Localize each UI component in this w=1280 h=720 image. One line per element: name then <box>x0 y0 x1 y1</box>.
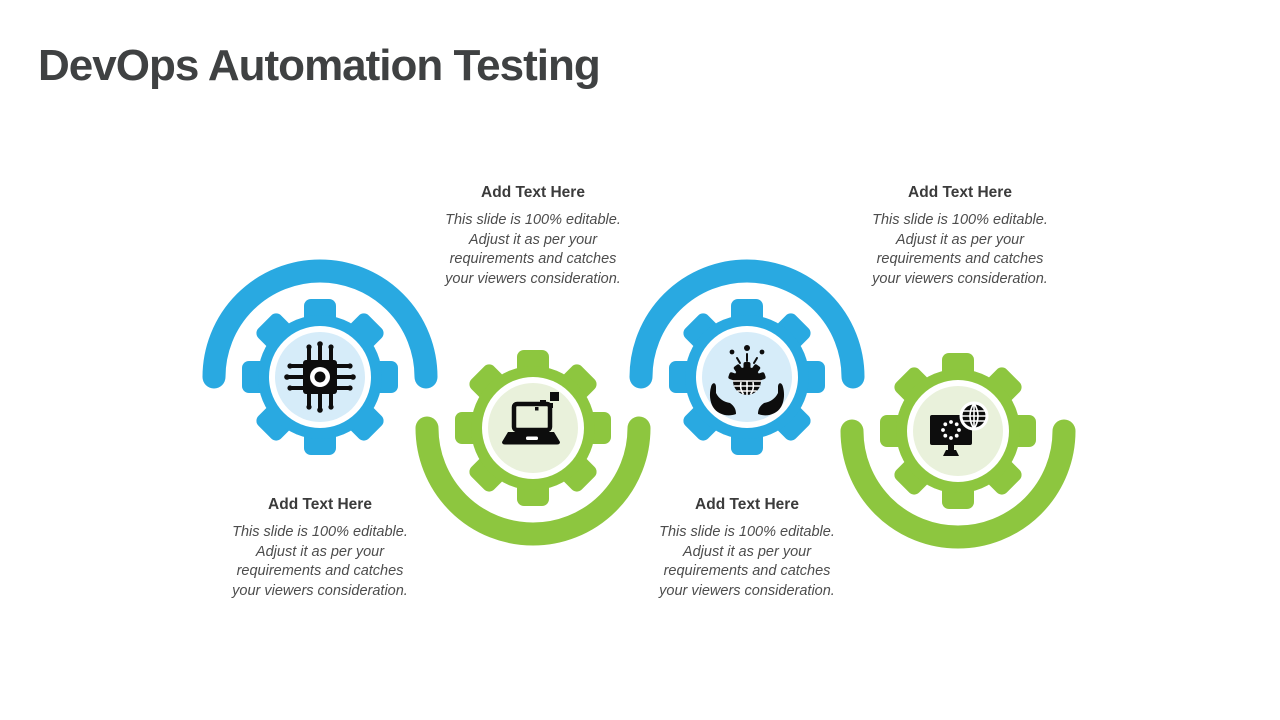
text-placeholder-unit-4: Add Text Here This slide is 100% editabl… <box>872 184 1048 290</box>
placeholder-heading: Add Text Here <box>908 184 1012 201</box>
placeholder-heading: Add Text Here <box>481 184 585 201</box>
laptop-pixels-icon <box>502 392 560 445</box>
placeholder-body: This slide is 100% editable. Adjust it a… <box>232 524 408 600</box>
slide-title: DevOps Automation Testing <box>38 41 601 90</box>
microchip-icon <box>284 341 356 413</box>
gear-unit-3 <box>629 259 865 455</box>
text-placeholder-unit-1: Add Text Here This slide is 100% editabl… <box>232 496 408 602</box>
text-placeholder-unit-2: Add Text Here This slide is 100% editabl… <box>445 184 621 290</box>
green-arc-bottom <box>840 419 1076 549</box>
blue-arc-top <box>629 259 865 389</box>
text-placeholder-unit-3: Add Text Here This slide is 100% editabl… <box>659 496 835 602</box>
gear-unit-2 <box>415 350 651 546</box>
hands-gear-globe-icon <box>709 345 785 416</box>
placeholder-heading: Add Text Here <box>268 496 372 513</box>
monitor-globe-icon <box>930 401 989 456</box>
gear-unit-4 <box>840 353 1076 549</box>
placeholder-heading: Add Text Here <box>695 496 799 513</box>
placeholder-body: This slide is 100% editable. Adjust it a… <box>445 212 621 288</box>
blue-gear <box>242 299 398 455</box>
placeholder-body: This slide is 100% editable. Adjust it a… <box>659 524 835 600</box>
placeholder-body: This slide is 100% editable. Adjust it a… <box>872 212 1048 288</box>
green-arc-bottom <box>415 416 651 546</box>
gear-unit-1 <box>202 259 438 455</box>
blue-arc-top <box>202 259 438 389</box>
